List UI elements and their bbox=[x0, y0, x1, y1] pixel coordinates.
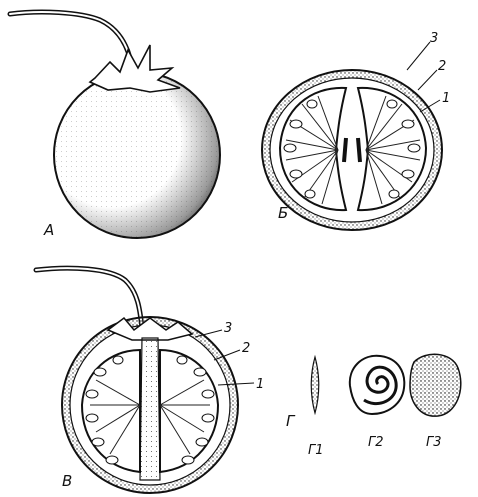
panel-b-callout-2: 2 bbox=[438, 59, 446, 74]
cross-section-drawing bbox=[262, 42, 442, 230]
fruit-stem bbox=[10, 12, 130, 58]
section-stem bbox=[36, 268, 142, 328]
panel-b-label: Б bbox=[278, 204, 288, 222]
section-core bbox=[140, 338, 160, 480]
seed-label-g3: Г3 bbox=[426, 435, 442, 450]
panel-v-callout-1: 1 bbox=[256, 377, 264, 392]
panel-b-callout-1: 1 bbox=[442, 91, 450, 106]
panel-a-label: А bbox=[43, 221, 54, 239]
fruit-sepals bbox=[90, 45, 180, 92]
panel-v-callout-3: 3 bbox=[224, 321, 232, 336]
panel-b-callout-3: 3 bbox=[430, 31, 438, 46]
panel-v-label: В bbox=[62, 472, 72, 490]
seed-label-g1: Г1 bbox=[308, 443, 324, 458]
seed-drawings bbox=[311, 354, 461, 416]
panel-g-label: Г bbox=[286, 412, 296, 430]
longitudinal-section-drawing bbox=[36, 268, 254, 493]
seed-side-view bbox=[311, 357, 319, 413]
whole-fruit-drawing bbox=[10, 12, 220, 238]
panel-v-callout-2: 2 bbox=[242, 341, 250, 356]
seed-label-g2: Г2 bbox=[368, 435, 384, 450]
